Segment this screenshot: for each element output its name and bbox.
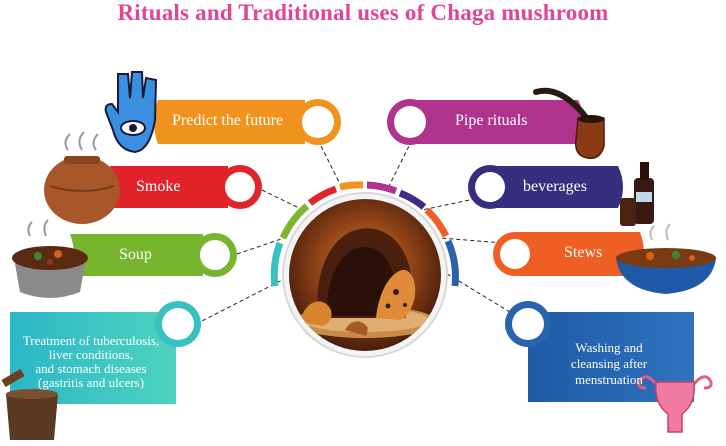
- washing-line: menstruation: [575, 372, 643, 387]
- smoke-label: Smoke: [136, 178, 181, 195]
- mortar-and-pestle-icon: [1, 369, 58, 440]
- beverages-item: [468, 165, 623, 209]
- washing-label: Washing and cleansing after menstruation: [554, 340, 664, 388]
- predict-future-item: [154, 99, 341, 145]
- treatment-line: (gastritis and ulcers): [37, 375, 145, 390]
- tobacco-pipe-icon: [533, 87, 605, 159]
- hamsa-hand-eye-icon: [104, 71, 158, 154]
- center-mushroom-image: [282, 192, 448, 358]
- center-ring: [270, 181, 459, 287]
- uterus-icon: [637, 375, 713, 433]
- stews-item: [493, 232, 644, 276]
- treatment-line: liver conditions,: [48, 347, 134, 362]
- treatment-line: Treatment of tuberculosis,: [22, 333, 160, 348]
- steaming-clay-pot-icon: [44, 131, 120, 224]
- stew-bowl-icon: [616, 223, 716, 294]
- treatment-line: and stomach diseases: [35, 361, 147, 376]
- soup-item: [70, 233, 237, 277]
- treatment-item: [10, 301, 201, 404]
- pipe-rituals-label: Pipe rituals: [455, 112, 528, 129]
- bottle-and-cup-icon: [620, 162, 654, 226]
- predict-future-label: Predict the future: [172, 112, 284, 129]
- pipe-rituals-item: [387, 99, 584, 145]
- washing-line: cleansing after: [570, 356, 648, 371]
- beverages-label: beverages: [523, 178, 587, 195]
- stews-label: Stews: [564, 244, 603, 261]
- soup-label: Soup: [119, 246, 152, 263]
- page-title: Rituals and Traditional uses of Chaga mu…: [117, 0, 609, 25]
- treatment-label: Treatment of tuberculosis, liver conditi…: [6, 334, 176, 390]
- soup-pot-icon: [12, 219, 88, 298]
- smoke-item: [110, 165, 262, 209]
- washing-line: Washing and: [575, 340, 643, 355]
